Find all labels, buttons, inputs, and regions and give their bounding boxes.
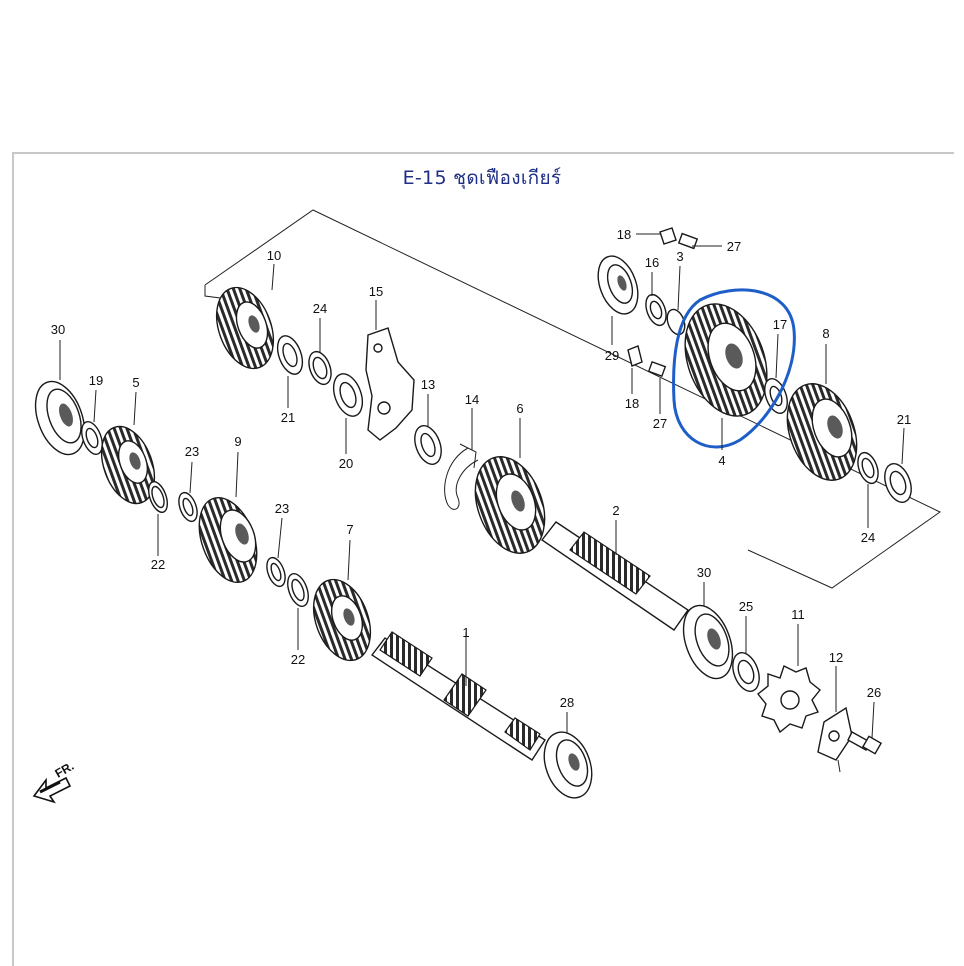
- leader-lines: [59, 233, 905, 773]
- spring-clip-part-14: [444, 443, 479, 510]
- bearing-part-29: [597, 255, 639, 315]
- callout-20: 20: [339, 456, 353, 471]
- countershaft-part-2: [540, 521, 689, 631]
- callout-25: 25: [739, 599, 753, 614]
- callout-22-lower: 22: [291, 652, 305, 667]
- bearing-part-30-right: [682, 604, 734, 680]
- bolt-part-27-upper: [677, 232, 699, 250]
- callout-17: 17: [773, 317, 787, 332]
- callout-27-lower: 27: [653, 416, 667, 431]
- gear-part-5: [100, 425, 156, 505]
- assembly-group-outline: [204, 209, 941, 589]
- callout-7: 7: [346, 522, 353, 537]
- bolt-part-26: [847, 731, 883, 755]
- washer-part-16: [645, 293, 667, 327]
- callout-19: 19: [89, 373, 103, 388]
- plate-part-12: [817, 706, 853, 761]
- callout-24-right: 24: [861, 530, 875, 545]
- callout-28: 28: [560, 695, 574, 710]
- washer-part-21-left: [276, 335, 304, 375]
- callout-9: 9: [234, 434, 241, 449]
- bearing-part-28: [543, 731, 593, 799]
- stopper-part-18-upper: [659, 227, 677, 245]
- callout-1: 1: [462, 625, 469, 640]
- callout-18-upper: 18: [617, 227, 631, 242]
- callout-23-lower: 23: [275, 501, 289, 516]
- callout-10: 10: [267, 248, 281, 263]
- callout-21-right: 21: [897, 412, 911, 427]
- stopper-part-18-lower: [627, 345, 643, 367]
- gear-part-6: [474, 456, 546, 554]
- washer-part-20: [332, 373, 364, 417]
- callout-16: 16: [645, 255, 659, 270]
- front-direction-arrow-icon: [32, 776, 72, 804]
- callout-30-right: 30: [697, 565, 711, 580]
- bushing-part-24-upper: [308, 350, 332, 386]
- bearing-part-30-left: [34, 380, 86, 456]
- washer-part-19: [81, 421, 103, 455]
- part-4-highlight-circle: [672, 288, 796, 449]
- callout-18-lower: 18: [625, 396, 639, 411]
- snap-ring-part-22-left: [148, 481, 168, 513]
- front-direction-label: FR.: [53, 759, 77, 781]
- callout-26: 26: [867, 685, 881, 700]
- callout-14: 14: [465, 392, 479, 407]
- snap-ring-part-22-lower: [287, 573, 309, 607]
- collar-part-13: [414, 425, 442, 465]
- callout-27-upper: 27: [727, 239, 741, 254]
- gear-part-10: [215, 286, 275, 370]
- bolt-part-27-lower: [647, 361, 667, 377]
- callout-8: 8: [822, 326, 829, 341]
- seal-part-25: [732, 652, 760, 692]
- callout-23-upper: 23: [185, 444, 199, 459]
- gear-part-7: [312, 578, 372, 662]
- callout-2: 2: [612, 503, 619, 518]
- washer-part-21-right: [884, 463, 912, 503]
- callout-3: 3: [676, 249, 683, 264]
- gear-part-8: [786, 383, 858, 481]
- washer-part-23-lower: [266, 556, 286, 588]
- callout-4: 4: [718, 453, 725, 468]
- gear-part-4: [684, 303, 768, 417]
- sprocket-part-11: [757, 665, 821, 734]
- callout-12: 12: [829, 650, 843, 665]
- main-shaft-part-1: [370, 631, 546, 761]
- callout-21-left: 21: [281, 410, 295, 425]
- callout-6: 6: [516, 401, 523, 416]
- page-title: E-15 ชุดเฟืองเกียร์: [402, 167, 562, 189]
- callout-11: 11: [791, 607, 805, 622]
- plate-part-15: [365, 327, 415, 441]
- callout-15: 15: [369, 284, 383, 299]
- callout-5: 5: [132, 375, 139, 390]
- washer-part-23-upper: [178, 491, 198, 523]
- callout-24-upper: 24: [313, 301, 327, 316]
- diagram-frame: [12, 152, 954, 966]
- callout-30-left: 30: [51, 322, 65, 337]
- callout-22-left: 22: [151, 557, 165, 572]
- callout-13: 13: [421, 377, 435, 392]
- callout-29: 29: [605, 348, 619, 363]
- bushing-part-24-right: [857, 451, 879, 485]
- gear-part-9: [198, 497, 258, 583]
